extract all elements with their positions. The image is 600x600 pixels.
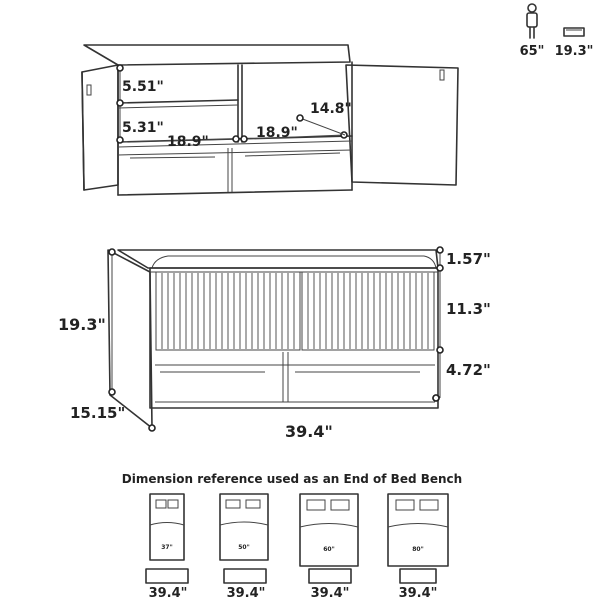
bed-option-3 — [299, 493, 359, 584]
person-scale-icon — [526, 3, 538, 39]
right-door-slats — [307, 273, 429, 349]
bed-option-4 — [387, 493, 449, 584]
depth-interior-label: 14.8" — [310, 101, 352, 117]
bench-width-label-2: 39.4" — [227, 586, 266, 600]
shelf-gap-bottom-label: 5.31" — [122, 120, 164, 136]
left-width-label: 18.9" — [167, 134, 209, 150]
shelf-gap-top-label: 5.51" — [122, 79, 164, 95]
bench-width-label-4: 39.4" — [399, 586, 438, 600]
bed-option-1 — [145, 493, 189, 584]
bed-option-2 — [219, 493, 269, 584]
open-bench-drawing — [81, 44, 459, 196]
door-height-label: 11.3" — [446, 300, 491, 318]
bench-height-scale-label: 19.3" — [555, 44, 594, 59]
right-width-label: 18.9" — [256, 125, 298, 141]
bed-width-label-4: 80" — [412, 546, 423, 553]
bed-width-label-2: 50" — [238, 544, 249, 551]
bed-width-label-3: 60" — [323, 546, 334, 553]
front-bench-drawing — [107, 246, 444, 432]
width-label: 39.4" — [285, 422, 333, 441]
left-door-slats — [161, 273, 295, 349]
person-height-label: 65" — [520, 44, 545, 59]
bench-width-label-3: 39.4" — [311, 586, 350, 600]
depth-label: 15.15" — [70, 404, 125, 422]
base-height-label: 4.72" — [446, 361, 491, 379]
total-height-label: 19.3" — [58, 315, 106, 334]
bed-width-label-1: 37" — [161, 544, 172, 551]
cushion-height-label: 1.57" — [446, 250, 491, 268]
bench-scale-icon — [563, 27, 585, 37]
bench-width-label-1: 39.4" — [149, 586, 188, 600]
reference-title: Dimension reference used as an End of Be… — [122, 472, 462, 486]
